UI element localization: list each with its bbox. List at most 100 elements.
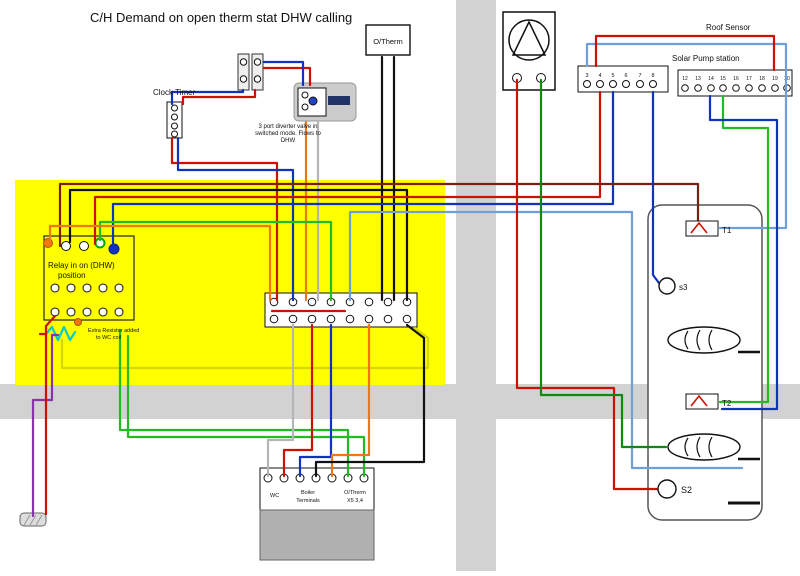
relay-box xyxy=(43,235,135,321)
coil-upper-windings xyxy=(684,329,713,351)
hot-water-cylinder xyxy=(647,204,763,521)
terminal-number: 13 xyxy=(695,76,701,82)
resistor-node xyxy=(74,318,82,326)
terminal xyxy=(609,80,617,88)
t1-stat-icon xyxy=(690,221,708,234)
terminal xyxy=(596,80,604,88)
wire-blue-timer-down xyxy=(176,136,295,302)
terminal-number: 7 xyxy=(638,73,641,79)
wire-blue-valve-feed xyxy=(262,60,305,87)
valve-actuator xyxy=(328,96,350,105)
wire-red-strip-to-boiler xyxy=(282,323,314,478)
relay: Relay in on (DHW) position xyxy=(43,235,135,321)
terminal-number: 17 xyxy=(746,76,752,82)
coil-lower-windings xyxy=(684,436,713,458)
relay-note-line2: position xyxy=(58,271,86,280)
labels: C/H Demand on open therm stat DHW callin… xyxy=(88,10,751,341)
plug-hatch xyxy=(23,514,43,526)
clock-timer-label: Clock Timer xyxy=(153,88,196,97)
relay-orange-terminal xyxy=(43,238,53,248)
highlight-panel xyxy=(15,180,445,385)
wire-blue-strip-to-boiler xyxy=(298,323,333,478)
terminal xyxy=(253,58,262,66)
terminal xyxy=(301,103,309,111)
boiler-contacts xyxy=(263,473,369,483)
diverter-valve xyxy=(293,82,357,122)
wire-green-bottom-2 xyxy=(126,334,366,478)
terminal xyxy=(745,84,753,92)
terminal xyxy=(239,58,248,66)
terminal-number: 16 xyxy=(733,76,739,82)
solar-strip-box xyxy=(677,69,793,97)
terminal-number: 20 xyxy=(784,76,790,82)
circulating-pump xyxy=(502,11,556,91)
valve-indicator xyxy=(308,96,318,106)
terminal xyxy=(61,241,71,251)
roof-sensor-label: Roof Sensor xyxy=(706,23,751,32)
terminal-number: 18 xyxy=(759,76,765,82)
terminal xyxy=(79,241,89,251)
wire-blue-solar-down xyxy=(708,94,779,411)
terminal-number: 5 xyxy=(611,73,614,79)
solar-station-label: Solar Pump station xyxy=(672,54,740,63)
terminal xyxy=(622,80,630,88)
terminal-number: 15 xyxy=(720,76,726,82)
wire-darkred-to-t1 xyxy=(58,182,700,248)
cylinder-body xyxy=(647,204,763,521)
resistor-note-line2: to WC coil xyxy=(96,335,121,341)
wire-green-pump-down xyxy=(539,78,668,449)
terminal-number: 14 xyxy=(708,76,714,82)
relay-note-line1: Relay in on (DHW) xyxy=(48,261,115,270)
coil-upper xyxy=(667,326,741,354)
boiler-otherm-line2: X5 3,4 xyxy=(347,498,363,504)
otherm-box xyxy=(365,24,411,56)
terminal xyxy=(171,104,178,112)
valve-note-line1: 3 port diverter valve in xyxy=(258,124,317,130)
terminal xyxy=(171,130,178,138)
wire-green-relay-to-strip xyxy=(98,220,333,302)
connector-right xyxy=(251,53,264,91)
wire-red-connector-to-timer xyxy=(181,88,257,106)
terminal xyxy=(649,80,657,88)
controller-strip-box xyxy=(577,65,669,93)
solar-station-strip: 12 13 14 15 16 17 18 19 20 xyxy=(677,69,793,97)
s2-sensor xyxy=(657,479,677,499)
terminal xyxy=(694,84,702,92)
wire-red-relay-to-controller xyxy=(93,90,602,246)
terminal-number: 6 xyxy=(624,73,627,79)
wire-blue-s3 xyxy=(651,90,661,285)
terminal xyxy=(732,84,740,92)
s2-label: S2 xyxy=(681,485,692,495)
terminal xyxy=(758,84,766,92)
boiler-terminals: WC Boiler Terminals O/Therm X5 3,4 xyxy=(259,467,375,561)
wire-green-solar-down xyxy=(718,94,770,404)
wire-purple-plug xyxy=(31,333,60,518)
relay-contacts xyxy=(50,283,124,317)
terminal xyxy=(171,113,178,121)
wire-red-valve-feed xyxy=(262,66,312,87)
valve-note-line3: DHW xyxy=(281,138,296,144)
wire-black-relay-top xyxy=(68,188,409,302)
terminal-number: 3 xyxy=(585,73,588,79)
terminal xyxy=(253,75,262,83)
terminal xyxy=(583,80,591,88)
terminal xyxy=(707,84,715,92)
otherm-label: O/Therm xyxy=(373,37,403,46)
t1-label: T1 xyxy=(722,226,732,235)
background-band-vertical xyxy=(456,0,496,571)
terminal xyxy=(681,84,689,92)
terminal-number: 19 xyxy=(772,76,778,82)
wire-black-strip-to-boiler xyxy=(314,323,426,478)
wire-red-left-down xyxy=(44,314,57,516)
coil-lower xyxy=(667,433,741,461)
terminal xyxy=(771,84,779,92)
page-title: C/H Demand on open therm stat DHW callin… xyxy=(90,10,352,25)
terminal-number: 4 xyxy=(598,73,601,79)
boiler-otherm-line1: O/Therm xyxy=(344,490,366,496)
terminal xyxy=(171,122,178,130)
boiler-wc-label: WC xyxy=(270,493,279,499)
boiler-name-line1: Boiler xyxy=(301,490,315,496)
terminal-number: 12 xyxy=(682,76,688,82)
